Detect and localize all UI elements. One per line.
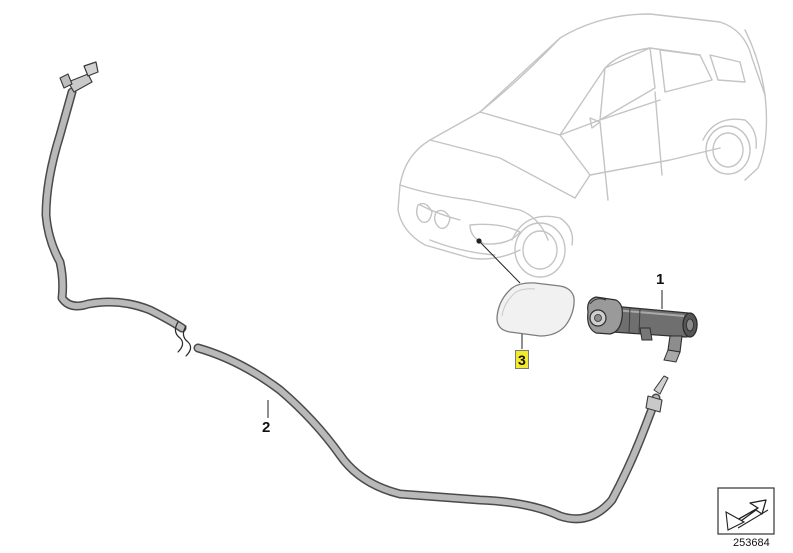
car-outline-icon — [397, 13, 768, 278]
callout-part-1: 1 — [656, 271, 665, 288]
reference-number: 253684 — [733, 537, 770, 549]
cover-cap-icon — [496, 282, 575, 337]
callout-part-3: 3 — [515, 350, 529, 369]
washer-nozzle-icon — [587, 296, 698, 363]
view-direction-arrow-icon — [717, 487, 775, 535]
hose-icon — [41, 61, 669, 524]
leader-line-car — [478, 240, 521, 284]
callout-part-2: 2 — [262, 419, 271, 436]
